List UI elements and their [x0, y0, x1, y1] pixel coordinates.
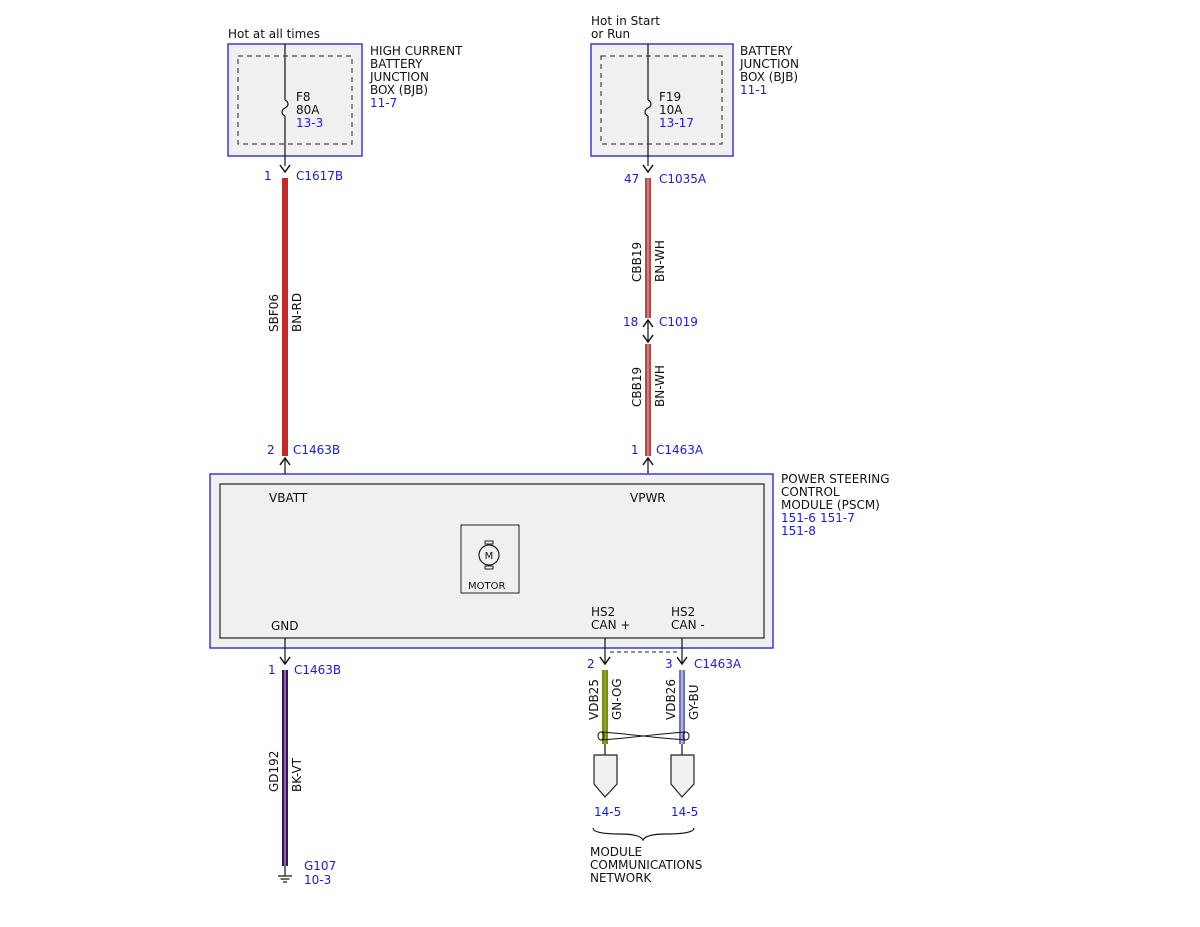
pscm-pin-can-minus-1: HS2 [671, 605, 695, 619]
wire-cbb19-upper-color: BN-WH [653, 240, 667, 282]
connector-can-plus-icon [599, 656, 611, 666]
fuse-f19-ref[interactable]: 13-17 [659, 116, 694, 130]
connector-c1617b-pin: 1 [264, 169, 272, 183]
connector-c1463a-can-minus-name[interactable]: C1463A [694, 657, 742, 671]
wire-sbf06-color: BN-RD [290, 293, 304, 332]
bjb-inner-dashed [600, 55, 723, 145]
pscm-title-3: MODULE (PSCM) [781, 498, 880, 512]
network-brace-icon [592, 827, 695, 842]
connector-c1019-name[interactable]: C1019 [659, 315, 698, 329]
wire-vdb25-circuit: VDB25 [587, 679, 601, 720]
high-current-bjb-title-1: HIGH CURRENT [370, 44, 463, 58]
pscm-pin-can-minus-2: CAN - [671, 618, 705, 632]
fuse-f19-name: F19 [659, 90, 681, 104]
connector-c1463b-vbatt-name[interactable]: C1463B [293, 443, 340, 457]
connector-c1463a-can-minus-pin: 3 [665, 657, 673, 671]
twisted-pair-icon [597, 731, 690, 741]
connector-c1035a-name[interactable]: C1035A [659, 172, 707, 186]
pscm-ref-1[interactable]: 151-6 [781, 511, 816, 525]
pscm-title-2: CONTROL [781, 485, 840, 499]
connector-c1019-pin: 18 [623, 315, 638, 329]
network-label-3: NETWORK [590, 871, 653, 885]
motor-label: MOTOR [468, 581, 505, 592]
high-current-bjb-title-2: BATTERY [370, 57, 423, 71]
motor-box [460, 524, 520, 594]
high-current-bjb-box[interactable] [227, 43, 363, 157]
network-arrow-right-icon [670, 754, 695, 798]
high-current-bjb-inner-dashed [237, 55, 353, 145]
connector-c1463a-vpwr-name[interactable]: C1463A [656, 443, 704, 457]
wire-vdb26-circuit: VDB26 [664, 679, 678, 720]
ground-symbol-icon [278, 875, 292, 883]
ground-g107-name[interactable]: G107 [304, 859, 336, 873]
network-label-1: MODULE [590, 845, 642, 859]
fuse-f19-rating: 10A [659, 103, 683, 117]
network-label-2: COMMUNICATIONS [590, 858, 702, 872]
network-ref-left[interactable]: 14-5 [594, 805, 621, 819]
connector-c1463b-gnd-pin: 1 [268, 663, 276, 677]
connector-c1463b-gnd-name[interactable]: C1463B [294, 663, 341, 677]
connector-c1463b-vbatt-pin: 2 [267, 443, 275, 457]
connector-can-plus-pin: 2 [587, 657, 595, 671]
bjb-box[interactable] [590, 43, 734, 157]
fuse-f19-icon [644, 99, 652, 117]
wire-vdb26-color: GY-BU [687, 684, 701, 720]
bjb-title-3: BOX (BJB) [740, 70, 798, 84]
connector-c1617b-icon [279, 164, 291, 174]
pscm-ref-3[interactable]: 151-8 [781, 524, 816, 538]
wire-cbb19-lower-color: BN-WH [653, 365, 667, 407]
connector-c1463b-gnd-icon [279, 656, 291, 666]
connector-c1617b-name[interactable]: C1617B [296, 169, 343, 183]
hot-in-start-label-2: or Run [591, 27, 630, 41]
pscm-pin-vbatt: VBATT [269, 491, 308, 505]
fuse-f8-rating: 80A [296, 103, 320, 117]
wire-gd192-circuit: GD192 [267, 751, 281, 792]
fuse-f8-name: F8 [296, 90, 311, 104]
hot-at-all-times-label: Hot at all times [228, 27, 320, 41]
pscm-title-1: POWER STEERING [781, 472, 890, 486]
fuse-f8-icon [281, 99, 289, 117]
network-arrow-left-icon [593, 754, 618, 798]
wire-vdb25-color: GN-OG [610, 678, 624, 720]
wire-cbb19-upper-circuit: CBB19 [630, 242, 644, 282]
connector-c1463a-can-minus-icon [676, 656, 688, 666]
fuse-f8-ref[interactable]: 13-3 [296, 116, 323, 130]
connector-c1035a-icon [642, 164, 654, 174]
motor-icon [478, 544, 500, 566]
motor-symbol: M [485, 551, 494, 562]
bjb-title-2: JUNCTION [739, 57, 799, 71]
connector-c1463a-vpwr-pin: 1 [631, 443, 639, 457]
high-current-bjb-ref[interactable]: 11-7 [370, 96, 397, 110]
network-ref-right[interactable]: 14-5 [671, 805, 698, 819]
high-current-bjb-title-4: BOX (BJB) [370, 83, 428, 97]
wire-sbf06-circuit: SBF06 [267, 294, 281, 332]
bjb-ref[interactable]: 11-1 [740, 83, 767, 97]
pscm-pin-can-plus-1: HS2 [591, 605, 615, 619]
hot-in-start-label-1: Hot in Start [591, 14, 660, 28]
pscm-pin-gnd: GND [271, 619, 299, 633]
wire-cbb19-lower-circuit: CBB19 [630, 367, 644, 407]
connector-c1035a-pin: 47 [624, 172, 639, 186]
pscm-ref-2[interactable]: 151-7 [820, 511, 855, 525]
high-current-bjb-title-3: JUNCTION [369, 70, 429, 84]
bjb-title-1: BATTERY [740, 44, 793, 58]
wire-gd192-color: BK-VT [290, 757, 304, 792]
ground-g107-ref[interactable]: 10-3 [304, 873, 331, 887]
pscm-pin-vpwr: VPWR [630, 491, 666, 505]
pscm-pin-can-plus-2: CAN + [591, 618, 630, 632]
